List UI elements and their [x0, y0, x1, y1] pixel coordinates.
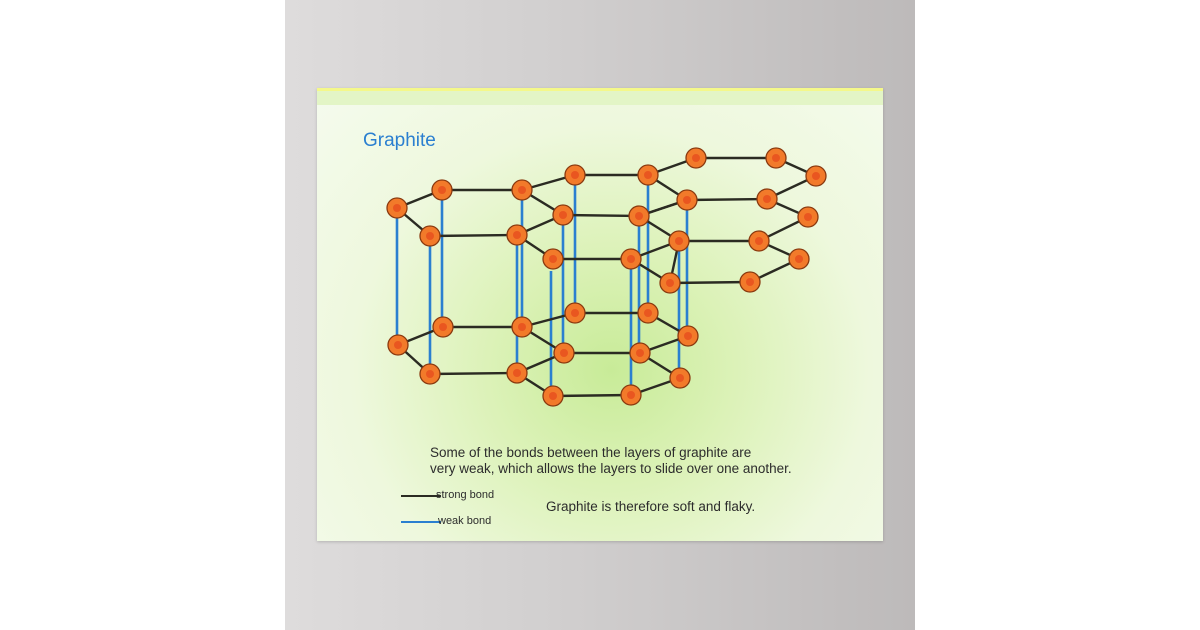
- conclusion-text: Graphite is therefore soft and flaky.: [546, 499, 756, 514]
- strong-bond-legend-swatch: [401, 495, 441, 497]
- weak-bonds: [395, 175, 689, 396]
- weak-bond-legend-label: weak bond: [438, 515, 492, 527]
- poster: Graphite: [317, 88, 883, 541]
- strong-bond-legend-label: strong bond: [436, 489, 495, 501]
- poster-top-band: [317, 91, 883, 105]
- poster-title: Graphite: [363, 130, 436, 151]
- description-line-1: Some of the bonds between the layers of …: [430, 445, 752, 460]
- carbon-atoms: [386, 147, 827, 407]
- description-text: Some of the bonds between the layers of …: [430, 445, 792, 477]
- graphite-structure-diagram: [386, 147, 827, 407]
- description-line-2: very weak, which allows the layers to sl…: [430, 461, 792, 476]
- weak-bond-legend-swatch: [401, 521, 441, 523]
